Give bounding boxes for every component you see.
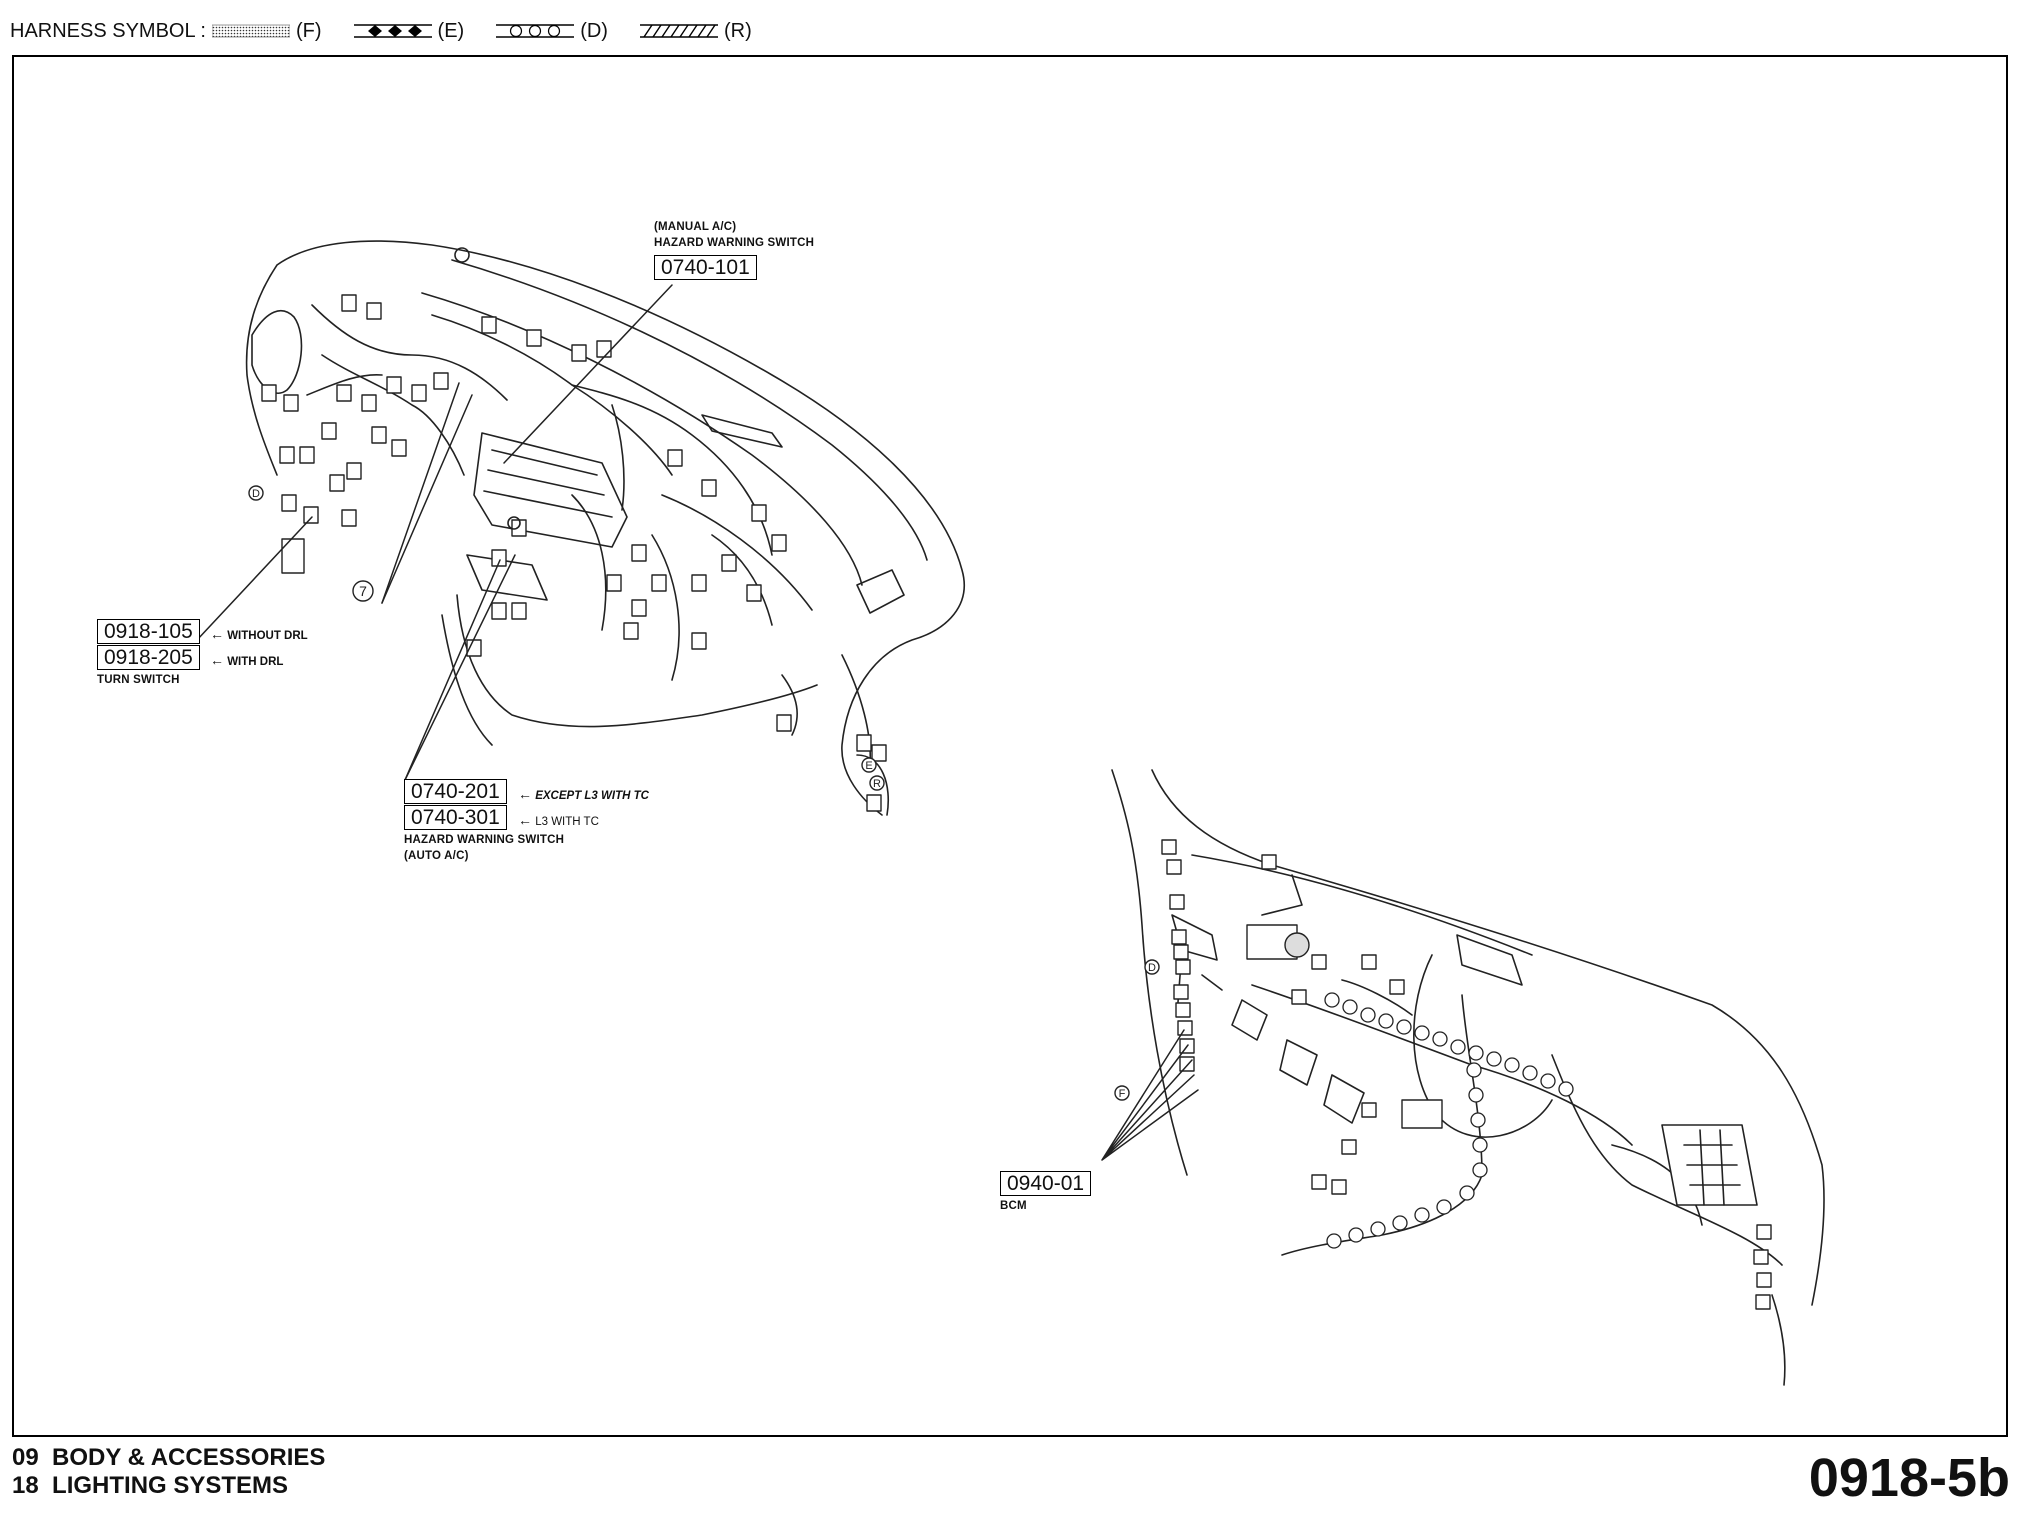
with-drl-text: WITH DRL <box>227 656 284 668</box>
marker-f: F <box>1119 1088 1126 1100</box>
connector-code-0918-205[interactable]: 0918-205 <box>97 645 200 670</box>
harness-symbol-legend: HARNESS SYMBOL : (F) (E) (D) (R) <box>10 16 778 46</box>
bcm-label: BCM <box>1000 1200 1027 1212</box>
dashboard-illustration-upper <box>245 240 965 816</box>
leader-lines-upper <box>196 284 673 781</box>
hazard-manual-note: (MANUAL A/C) <box>654 221 737 233</box>
marker-d-upper: D <box>252 488 260 500</box>
diamond-harness-symbol <box>353 24 432 38</box>
wiring-diagram-art: 7 D E R D F <box>196 240 1825 1386</box>
hazard-auto-note: (AUTO A/C) <box>404 850 469 862</box>
section-body-accessories: 09 BODY & ACCESSORIES <box>12 1444 326 1471</box>
dotted-harness-symbol <box>211 24 290 38</box>
turn-switch-label: TURN SWITCH <box>97 674 180 686</box>
connector-code-0740-201[interactable]: 0740-201 <box>404 779 507 804</box>
leader-lines-lower <box>1101 1029 1199 1161</box>
section-footer: 09 BODY & ACCESSORIES 18 LIGHTING SYSTEM… <box>12 1444 325 1500</box>
connector-code-0918-105[interactable]: 0918-105 <box>97 619 200 644</box>
hazard-auto-label: HAZARD WARNING SWITCH <box>404 834 565 846</box>
circle-harness-symbol <box>496 24 575 38</box>
except-l3-tc-tag: ← EXCEPT L3 WITH TC <box>518 786 649 802</box>
except-l3-tc-text: EXCEPT L3 WITH TC <box>535 790 649 802</box>
legend-code-r: (R) <box>723 19 752 42</box>
diagram-frame <box>12 55 2008 1437</box>
section-lighting-systems: 18 LIGHTING SYSTEMS <box>12 1472 289 1499</box>
hatched-harness-symbol <box>639 24 718 38</box>
without-drl-text: WITHOUT DRL <box>227 630 308 642</box>
without-drl-tag: ← WITHOUT DRL <box>210 626 308 642</box>
legend-code-d: (D) <box>580 19 608 42</box>
l3-tc-tag: ← L3 WITH TC <box>518 812 599 828</box>
marker-e: E <box>865 760 872 772</box>
marker-d-lower: D <box>1148 962 1156 974</box>
dashboard-illustration-lower <box>1111 769 1825 1386</box>
connector-code-0740-101[interactable]: 0740-101 <box>654 255 757 280</box>
page-number: 0918-5b <box>1808 1448 2010 1508</box>
legend-prefix: HARNESS SYMBOL : <box>10 19 206 42</box>
connector-code-0940-01[interactable]: 0940-01 <box>1000 1171 1092 1196</box>
legend-code-e: (E) <box>437 19 465 42</box>
connector-code-0740-301[interactable]: 0740-301 <box>404 805 507 830</box>
with-drl-tag: ← WITH DRL <box>210 652 284 668</box>
circled-markers <box>248 485 1160 1101</box>
marker-r: R <box>873 778 881 790</box>
legend-code-f: (F) <box>295 19 322 42</box>
hazard-manual-label: HAZARD WARNING SWITCH <box>654 237 815 249</box>
marker-7: 7 <box>359 583 367 599</box>
l3-tc-text: L3 WITH TC <box>535 816 599 828</box>
